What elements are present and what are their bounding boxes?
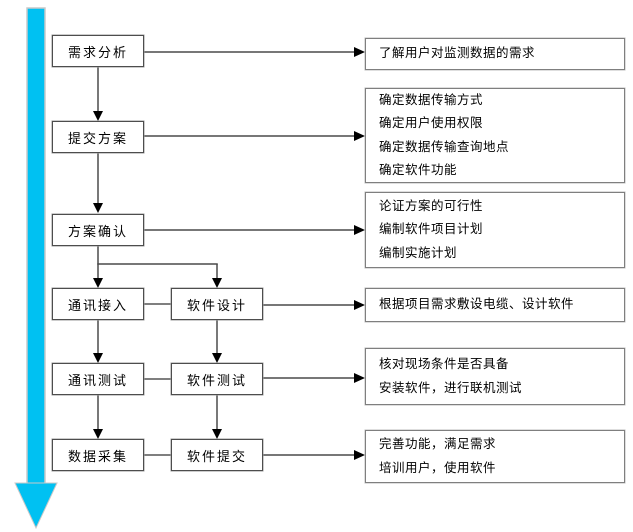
detail-line: 确定数据传输方式 — [379, 92, 484, 107]
node-requirement-analysis: 需求分析 — [52, 35, 144, 67]
detail-box-test-items: 核对现场条件是否具备 安装软件，进行联机测试 — [365, 348, 625, 405]
node-data-collection: 数据采集 — [52, 439, 144, 471]
detail-line: 安装软件，进行联机测试 — [379, 380, 523, 395]
detail-box-delivery-items: 完善功能，满足需求 培训用户，使用软件 — [365, 430, 625, 483]
node-comm-test: 通讯测试 — [52, 363, 144, 395]
timeline-down-arrow-icon — [14, 7, 58, 530]
node-software-delivery: 软件提交 — [171, 439, 263, 471]
detail-line: 了解用户对监测数据的需求 — [379, 46, 536, 61]
node-software-test: 软件测试 — [171, 363, 263, 395]
vertical-flow-connectors — [93, 67, 222, 439]
detail-line: 核对现场条件是否具备 — [379, 357, 510, 371]
detail-box-requirements: 了解用户对监测数据的需求 — [365, 38, 625, 70]
node-software-design: 软件设计 — [171, 288, 263, 320]
detail-line: 论证方案的可行性 — [379, 198, 484, 213]
detail-box-plan-items: 确定数据传输方式 确定用户使用权限 确定数据传输查询地点 确定软件功能 — [365, 88, 625, 183]
detail-line: 编制软件项目计划 — [379, 222, 484, 237]
row-link-connectors — [144, 303, 171, 456]
node-submit-plan: 提交方案 — [52, 121, 144, 153]
detail-line: 培训用户，使用软件 — [379, 460, 497, 475]
detail-arrow-connectors — [144, 47, 365, 460]
detail-box-design-items: 根据项目需求敷设电缆、设计软件 — [365, 288, 625, 322]
detail-line: 完善功能，满足需求 — [379, 437, 497, 451]
node-plan-confirmation: 方案确认 — [52, 214, 144, 246]
detail-line: 确定软件功能 — [379, 163, 458, 177]
detail-line: 确定用户使用权限 — [379, 116, 484, 130]
detail-line: 编制实施计划 — [379, 245, 458, 260]
detail-line: 根据项目需求敷设电缆、设计软件 — [379, 297, 575, 312]
node-comm-access: 通讯接入 — [52, 288, 144, 320]
detail-line: 确定数据传输查询地点 — [379, 139, 510, 154]
detail-box-confirmation-items: 论证方案的可行性 编制软件项目计划 编制实施计划 — [365, 192, 625, 268]
